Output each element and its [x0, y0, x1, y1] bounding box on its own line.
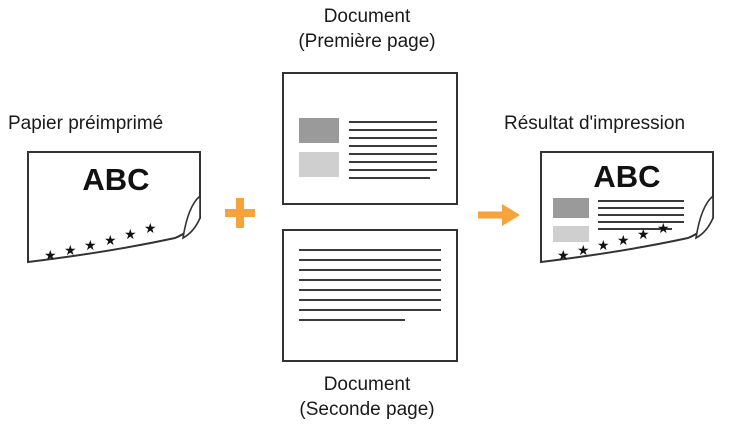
document-second-page-sheet — [282, 229, 458, 362]
label-document-second-page: Document (Seconde page) — [262, 372, 472, 422]
print-result-sheet: ABC ★ ★ ★ ★ ★ ★ — [540, 151, 714, 264]
image-block-light — [553, 226, 589, 242]
star-icon: ★ — [124, 227, 137, 243]
result-stars: ★ ★ ★ ★ ★ ★ — [557, 221, 670, 264]
label-print-result: Résultat d'impression — [504, 113, 686, 134]
preprinted-page-curl — [181, 194, 201, 240]
star-icon: ★ — [657, 221, 670, 237]
star-icon: ★ — [44, 248, 57, 264]
label-document-second-line1: Document — [323, 374, 411, 395]
label-preprinted-paper: Papier préimprimé — [8, 113, 164, 134]
text-lines — [299, 249, 441, 321]
preprinted-paper-sheet: ABC ★ ★ ★ ★ ★ ★ — [27, 151, 201, 264]
star-icon: ★ — [597, 238, 610, 254]
text-lines — [598, 200, 684, 230]
image-block-dark — [299, 118, 339, 143]
arrow-right-icon — [478, 204, 520, 226]
result-page-curl — [694, 194, 714, 240]
label-document-first-line2: (Première page) — [298, 31, 436, 52]
preprinted-letters: ABC — [82, 162, 149, 197]
image-block-light — [299, 152, 339, 177]
star-icon: ★ — [144, 221, 157, 237]
result-letters: ABC — [593, 159, 660, 194]
document-first-page-sheet — [282, 72, 458, 205]
label-document-first-page: Document (Première page) — [262, 4, 472, 54]
star-icon: ★ — [84, 238, 97, 254]
star-icon: ★ — [617, 233, 630, 249]
star-icon: ★ — [104, 233, 117, 249]
label-document-second-line2: (Seconde page) — [299, 399, 435, 420]
star-icon: ★ — [64, 243, 77, 259]
preprinted-stars: ★ ★ ★ ★ ★ ★ — [44, 221, 157, 264]
star-icon: ★ — [577, 243, 590, 259]
plus-icon — [225, 198, 255, 228]
label-document-first-line1: Document — [323, 6, 411, 27]
star-icon: ★ — [637, 227, 650, 243]
star-icon: ★ — [557, 248, 570, 264]
text-lines — [349, 121, 437, 179]
image-block-dark — [553, 198, 589, 218]
